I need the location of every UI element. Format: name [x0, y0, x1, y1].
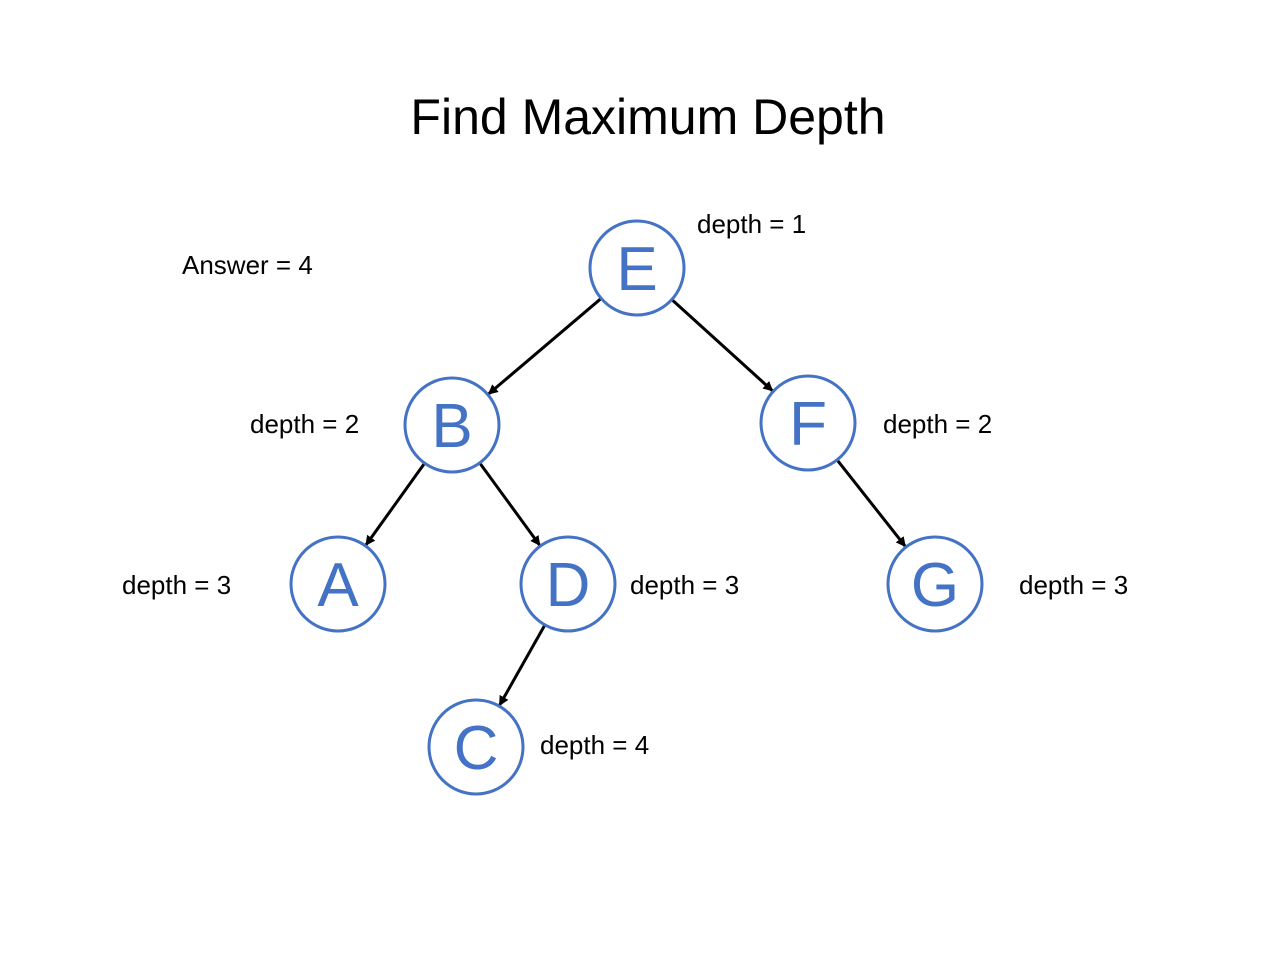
- depth-label-A: depth = 3: [122, 570, 232, 600]
- node-letter-G: G: [911, 551, 959, 620]
- node-E: E: [588, 219, 686, 317]
- node-circle-E: [588, 219, 686, 317]
- edge-E-F: [671, 299, 774, 392]
- depth-label-E: depth = 1: [697, 209, 807, 239]
- depth-label-B: depth = 2: [250, 409, 360, 439]
- node-A: A: [289, 535, 387, 633]
- node-circle-D: [519, 535, 617, 633]
- depth-label-C: depth = 4: [540, 730, 650, 760]
- node-letter-F: F: [789, 390, 827, 459]
- edge-D-C: [498, 625, 546, 707]
- node-circle-C: [427, 698, 525, 796]
- node-circle-A: [289, 535, 387, 633]
- edge-F-G: [836, 459, 907, 548]
- edges: [364, 297, 907, 707]
- node-C: C: [427, 698, 525, 796]
- node-letter-A: A: [317, 551, 359, 620]
- node-D: D: [519, 535, 617, 633]
- node-letter-C: C: [454, 714, 499, 783]
- node-circle-F: [759, 374, 857, 472]
- node-letter-D: D: [546, 551, 591, 620]
- node-circle-G: [886, 535, 984, 633]
- nodes: E B F A D G C: [289, 219, 984, 796]
- node-letter-E: E: [616, 235, 657, 304]
- edge-B-A: [364, 463, 426, 546]
- node-circle-B: [403, 376, 501, 474]
- diagram-title: Find Maximum Depth: [410, 89, 886, 145]
- node-B: B: [403, 376, 501, 474]
- depth-label-G: depth = 3: [1019, 570, 1129, 600]
- depth-label-F: depth = 2: [883, 409, 993, 439]
- depth-label-D: depth = 3: [630, 570, 740, 600]
- edge-E-B: [487, 297, 602, 396]
- answer-label: Answer = 4: [182, 250, 313, 280]
- node-F: F: [759, 374, 857, 472]
- edge-B-D: [479, 462, 541, 547]
- node-G: G: [886, 535, 984, 633]
- node-letter-B: B: [431, 392, 472, 461]
